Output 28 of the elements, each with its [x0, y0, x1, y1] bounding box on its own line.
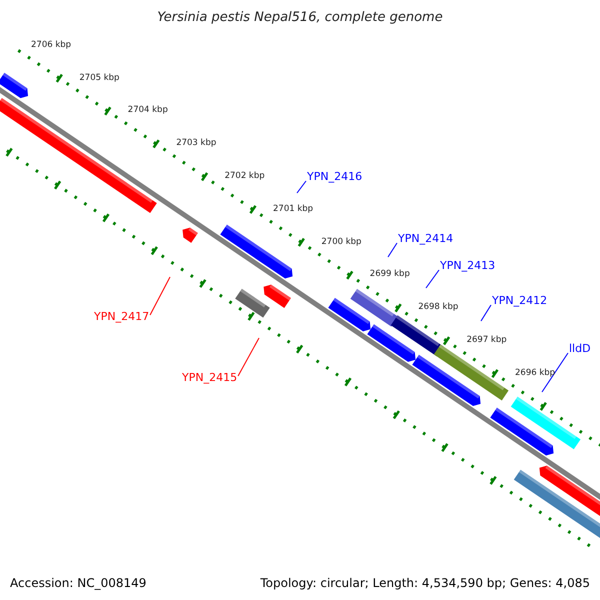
gene-label: YPN_2416: [307, 170, 362, 183]
tick-label: 2697 kbp: [466, 335, 507, 346]
footer-text: Topology: circular; Length: 4,534,590 bp; Genes: 4,085: [260, 576, 590, 590]
tick-label: 2698 kbp: [418, 302, 458, 312]
tick-label: 2706 kbp: [31, 40, 72, 50]
leader-line: [426, 270, 440, 288]
leader-line: [238, 338, 260, 376]
tick-label: 2699 kbp: [370, 269, 410, 280]
gene-label: YPN_2414: [398, 232, 454, 245]
leader-line: [480, 304, 492, 322]
tick-label: 2704 kbp: [128, 105, 168, 116]
footer-text: Accession: NC_008149: [10, 576, 146, 590]
tick-label: 2705 kbp: [79, 72, 120, 83]
chart-title: Yersinia pestis Nepal516, complete genome: [156, 10, 444, 25]
leader-line: [150, 276, 170, 316]
tick-label: 2701 kbp: [273, 204, 314, 214]
tick-label: 2700 kbp: [321, 236, 362, 247]
leader-line: [388, 242, 398, 258]
gene-label: YPN_2412: [492, 294, 548, 307]
leader-line: [296, 180, 306, 194]
gene-label: YPN_2415: [182, 371, 238, 384]
tick-label: 2703 kbp: [176, 138, 216, 148]
tick-label: 2702 kbp: [224, 170, 265, 181]
tick-label: 2696 kbp: [515, 368, 556, 378]
gene-label: YPN_2417: [94, 310, 150, 323]
gene-label: lldD: [569, 342, 591, 355]
gene-label: YPN_2413: [440, 259, 496, 272]
leader-line: [542, 352, 568, 392]
